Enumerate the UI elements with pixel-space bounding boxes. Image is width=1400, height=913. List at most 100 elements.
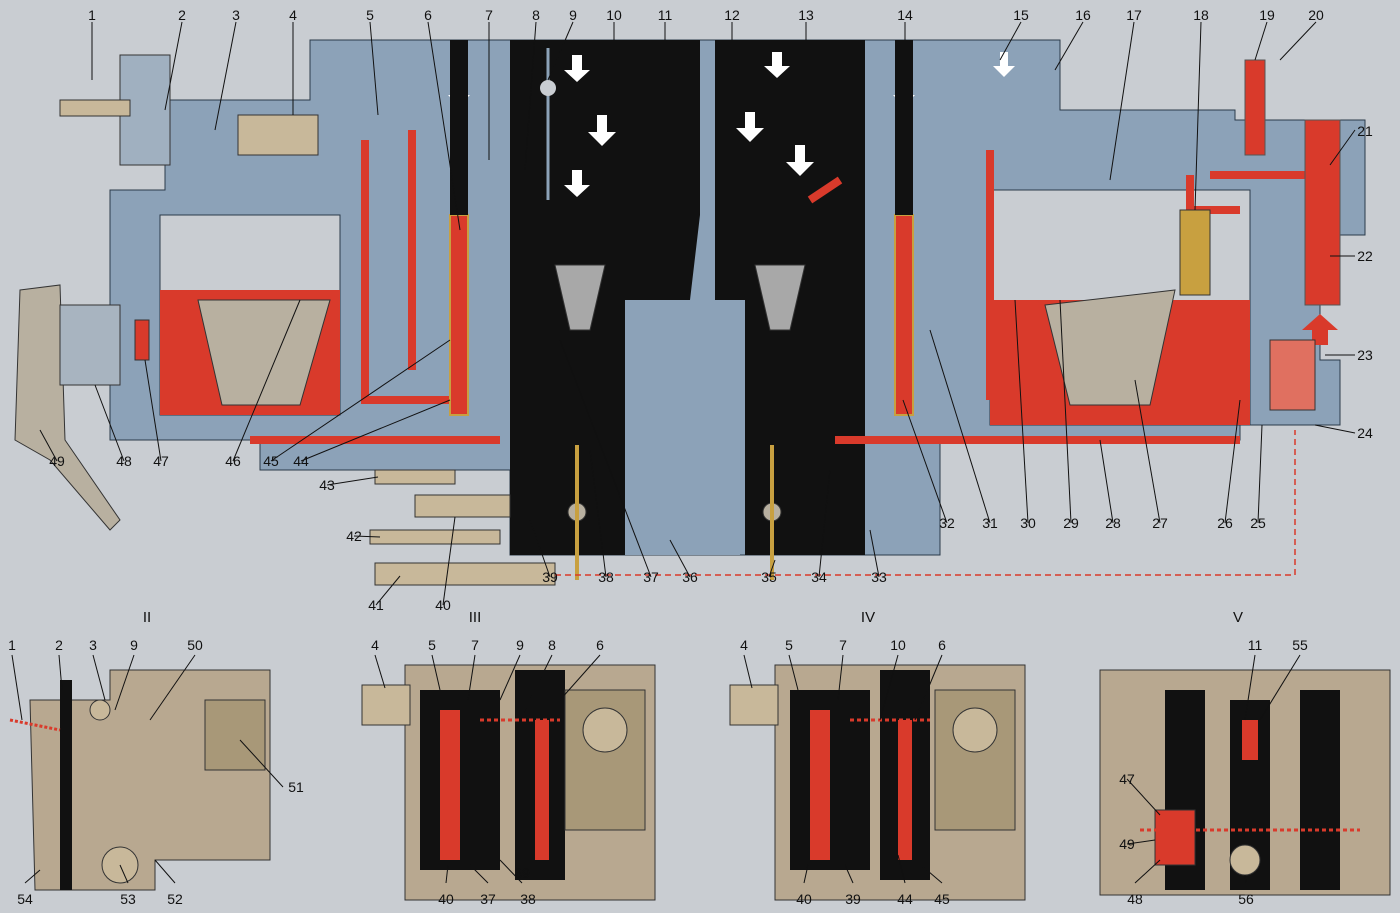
label-46: 46 (225, 453, 241, 469)
label-4: 4 (289, 7, 297, 23)
primary-venturi (554, 264, 606, 331)
left-float (197, 299, 331, 406)
label-47: 47 (153, 453, 169, 469)
mixing-divider (625, 300, 740, 555)
panel-IV-label-45: 45 (934, 891, 950, 907)
panel-IV-label-39: 39 (845, 891, 861, 907)
panel-V-jet (1242, 720, 1258, 760)
label-40: 40 (435, 597, 451, 613)
panel-III-solenoid (361, 684, 411, 726)
fuel-inlet-fitting (1304, 119, 1341, 306)
label-41: 41 (368, 597, 384, 613)
panel-IV-label-10: 10 (890, 637, 906, 653)
label-11: 11 (658, 7, 673, 23)
panel-V-label-47: 47 (1119, 771, 1135, 787)
secondary-venturi (754, 264, 806, 331)
label-18: 18 (1193, 7, 1209, 23)
label-21: 21 (1357, 123, 1373, 139)
label-28: 28 (1105, 515, 1121, 531)
right-emulsion-tube (894, 214, 914, 416)
panel-II-title: II (143, 609, 151, 626)
panel-III-label-5: 5 (428, 637, 436, 653)
panel-II-pivot (89, 699, 111, 721)
solenoid-valve (237, 114, 319, 156)
panel-IV-label-44: 44 (897, 891, 913, 907)
panel-II-label-3: 3 (89, 637, 97, 653)
label-45: 45 (263, 453, 279, 469)
leader-lines (11, 21, 1356, 884)
panel-III-tube (535, 720, 549, 860)
label-29: 29 (1063, 515, 1079, 531)
panel-II-label-54: 54 (17, 891, 33, 907)
return-fitting (1244, 59, 1266, 156)
panel-IV-title: IV (861, 609, 875, 626)
panel-IV-tube (898, 720, 912, 860)
panel-III-label-37: 37 (480, 891, 496, 907)
main-cross-section (14, 39, 1366, 586)
label-44: 44 (293, 453, 309, 469)
panel-II-flange (204, 699, 266, 771)
label-23: 23 (1357, 347, 1373, 363)
right-air-well (895, 40, 913, 215)
label-34: 34 (811, 569, 827, 585)
panel-IV-drawing (729, 664, 1026, 901)
panel-III-dial (582, 707, 628, 753)
label-48: 48 (116, 453, 132, 469)
label-38: 38 (598, 569, 614, 585)
panel-III-label-4: 4 (371, 637, 379, 653)
panel-V-pump (1154, 809, 1196, 866)
choke-shaft (540, 80, 556, 96)
panel-III-label-6: 6 (596, 637, 604, 653)
panel-V-barrel-right (1300, 690, 1340, 890)
label-20: 20 (1308, 7, 1324, 23)
label-42: 42 (346, 528, 362, 544)
panel-II-label-1: 1 (8, 637, 16, 653)
idle-screw (59, 99, 131, 117)
panel-II-labels: II 1 2 3 9 50 51 52 53 54 (8, 609, 304, 907)
label-39: 39 (542, 569, 558, 585)
panel-III-label-7: 7 (471, 637, 479, 653)
panel-IV-solenoid (729, 684, 779, 726)
label-5: 5 (366, 7, 374, 23)
vacuum-tube-42 (369, 529, 501, 545)
label-3: 3 (232, 7, 240, 23)
label-49: 49 (49, 453, 65, 469)
right-float (1044, 289, 1176, 406)
pump-valve (134, 319, 150, 361)
panel-III-fuel (440, 710, 460, 860)
panel-III-label-38: 38 (520, 891, 536, 907)
panel-II-label-50: 50 (187, 637, 203, 653)
panel-IV-label-4: 4 (740, 637, 748, 653)
label-9: 9 (569, 7, 577, 23)
fuel-filter-plug (1269, 339, 1316, 411)
label-8: 8 (532, 7, 540, 23)
panel-V-lever-pivot (1229, 844, 1261, 876)
label-2: 2 (178, 7, 186, 23)
label-15: 15 (1013, 7, 1029, 23)
panel-IV-label-6: 6 (938, 637, 946, 653)
panel-III-label-9: 9 (516, 637, 524, 653)
panel-III-label-40: 40 (438, 891, 454, 907)
panel-IV-label-40: 40 (796, 891, 812, 907)
panel-II-label-52: 52 (167, 891, 183, 907)
panel-V-label-49: 49 (1119, 836, 1135, 852)
label-14: 14 (897, 7, 913, 23)
panel-III-drawing (361, 664, 656, 901)
left-air-well (450, 40, 468, 215)
panel-V-title: V (1233, 609, 1243, 626)
panel-IV-fuel (810, 710, 830, 860)
panel-V-labels: V 11 55 47 49 48 56 (1119, 609, 1308, 907)
label-19: 19 (1259, 7, 1275, 23)
panel-IV-label-5: 5 (785, 637, 793, 653)
secondary-air-horn (715, 40, 865, 215)
label-6: 6 (424, 7, 432, 23)
label-17: 17 (1126, 7, 1142, 23)
panel-II-label-53: 53 (120, 891, 136, 907)
label-26: 26 (1217, 515, 1233, 531)
panel-III-labels: III 4 5 7 9 8 6 40 39 37 38 (371, 609, 604, 907)
panel-III-title: III (469, 609, 482, 626)
main-top-labels: 1 2 3 4 5 6 7 8 9 10 11 12 13 14 15 16 1… (88, 7, 1324, 23)
label-22: 22 (1357, 248, 1373, 264)
vacuum-tube-43 (374, 469, 456, 485)
